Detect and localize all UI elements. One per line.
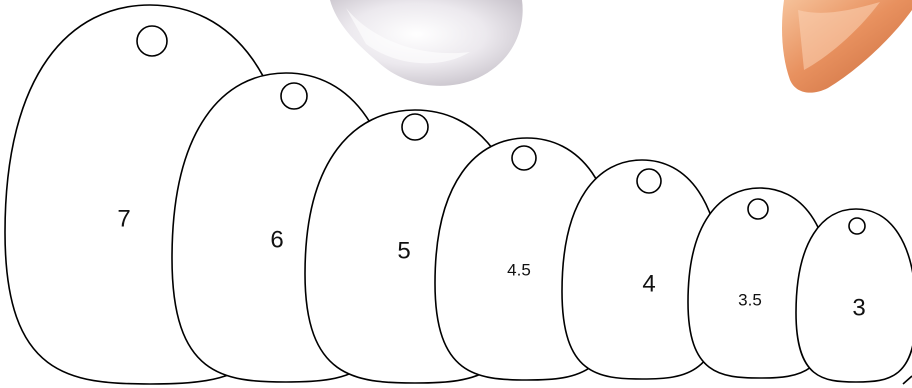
white-blade-photo [330, 0, 523, 86]
blade-hole-icon [748, 199, 768, 219]
blade-size-label: 5 [397, 237, 410, 264]
blade-hole-icon [849, 218, 865, 234]
copper-blade-photo [782, 0, 912, 93]
blade-size-label: 4.5 [507, 260, 531, 279]
blade-hole-icon [402, 114, 428, 140]
blade-hole-icon [281, 83, 307, 109]
blade-size-label: 7 [117, 205, 130, 232]
blade-hole-icon [637, 169, 661, 193]
edge-mark [903, 376, 912, 384]
blade-size-label: 4 [642, 270, 655, 297]
blade-hole-icon [512, 146, 536, 170]
blade-size-label: 3.5 [738, 290, 762, 309]
blade-hole-icon [137, 26, 167, 56]
blade-size-label: 3 [852, 294, 865, 321]
blade-size-3: 3 [796, 209, 912, 382]
blade-size-label: 6 [270, 226, 283, 253]
